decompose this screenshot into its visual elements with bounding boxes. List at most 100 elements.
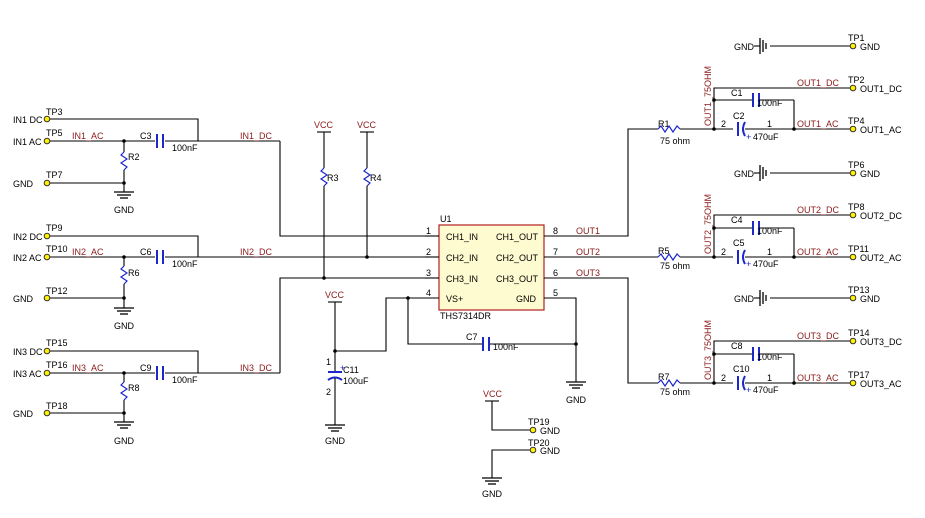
u1-ch1-out: CH1_OUT	[496, 232, 539, 242]
r5-value: 75 ohm	[660, 261, 690, 271]
c5-plus: +	[746, 259, 751, 269]
net-in3-ac: IN3_AC	[72, 363, 104, 373]
net-out2: OUT2	[576, 247, 600, 257]
c10-plus: +	[746, 385, 751, 395]
gnd-label-r8: GND	[114, 436, 135, 446]
vcc-r4: VCC	[357, 120, 377, 130]
c10-ref: C10	[733, 364, 750, 374]
test-point-tp18[interactable]	[43, 409, 51, 417]
port-out2-ac: OUT2_AC	[860, 253, 902, 263]
port-in2-dc: IN2 DC	[13, 232, 43, 242]
tp17-label: TP17	[848, 370, 870, 380]
tp1-gnd: GND	[860, 42, 881, 52]
top-gnd-tp1: GND TP1 GND	[734, 33, 881, 54]
tp7-label: TP7	[46, 170, 63, 180]
output-channel-1: R1 75 ohm OUT1_75OHM C1 100nF C2 + 470uF…	[657, 66, 903, 146]
test-point-tp7[interactable]	[43, 179, 51, 187]
gnd-label-u1: GND	[566, 395, 587, 405]
tp20-gnd: GND	[540, 446, 561, 456]
test-point-tp3[interactable]	[43, 115, 51, 123]
u1-pin4: 4	[426, 288, 431, 298]
c11-plus: +	[340, 363, 345, 373]
c5-value: 470uF	[753, 259, 779, 269]
c8-value: 100nF	[757, 352, 783, 362]
tp12-label: TP12	[46, 286, 68, 296]
tp6-label: TP6	[848, 160, 865, 170]
tp9-label: TP9	[46, 223, 63, 233]
net-out2-75ohm: OUT2_75OHM	[703, 194, 713, 254]
c2-value: 470uF	[753, 132, 779, 142]
tp13-label: TP13	[848, 285, 870, 295]
input-channel-2: TP9 TP10 TP12 IN2 DC IN2 AC GND IN2_AC I…	[13, 223, 425, 331]
net-out1: OUT1	[576, 226, 600, 236]
c5-pin1: 1	[767, 247, 772, 257]
c9-ref: C9	[140, 363, 152, 373]
test-point-tp5[interactable]	[43, 137, 51, 145]
u1-pin5: 5	[553, 288, 558, 298]
net-out2-ac: OUT2_AC	[797, 247, 839, 257]
vcc-r3: VCC	[314, 120, 334, 130]
c1-value: 100nF	[757, 98, 783, 108]
test-point-tp16[interactable]	[43, 369, 51, 377]
decoupling-c7: C7 100nF GND	[407, 297, 587, 405]
vcc-tp19: VCC	[483, 389, 503, 399]
c6-value: 100nF	[172, 259, 198, 269]
u1-part: THS7314DR	[440, 311, 492, 321]
test-point-tp13[interactable]	[849, 294, 857, 302]
tp2-label: TP2	[848, 75, 865, 85]
c11-value: 100uF	[343, 376, 369, 386]
test-point-tp4[interactable]	[849, 125, 857, 133]
net-out3-dc: OUT3_DC	[797, 331, 840, 341]
test-point-tp17[interactable]	[849, 379, 857, 387]
gnd-label-tp20: GND	[482, 489, 503, 499]
test-point-tp15[interactable]	[43, 347, 51, 355]
port-gnd-1: GND	[13, 179, 34, 189]
port-in1-ac: IN1 AC	[13, 137, 42, 147]
test-point-tp19[interactable]	[529, 426, 537, 434]
u1-ch2-out: CH2_OUT	[496, 253, 539, 263]
net-out1-ac: OUT1_AC	[797, 119, 839, 129]
u1-ch2-in: CH2_IN	[446, 253, 478, 263]
test-point-tp6[interactable]	[849, 169, 857, 177]
r1-value: 75 ohm	[660, 136, 690, 146]
input-channel-1: TP3 TP5 TP7 IN1 DC IN1 AC GND IN1_AC IN1…	[13, 107, 425, 237]
test-point-tp8[interactable]	[849, 211, 857, 219]
test-point-tp1[interactable]	[849, 42, 857, 50]
u1-pin6: 6	[553, 268, 558, 278]
net-out3-ac: OUT3_AC	[797, 373, 839, 383]
c1-ref: C1	[731, 88, 743, 98]
test-point-tp9[interactable]	[43, 232, 51, 240]
port-in3-dc: IN3 DC	[13, 347, 43, 357]
u1-body[interactable]	[438, 224, 545, 311]
c2-pin2: 2	[721, 119, 726, 129]
vcc-c11: VCC	[325, 290, 345, 300]
c5-pin2: 2	[721, 247, 726, 257]
tp6-gnd: GND	[860, 169, 881, 179]
test-point-tp2[interactable]	[849, 84, 857, 92]
tp15-label: TP15	[46, 338, 68, 348]
tp19-gnd: GND	[540, 426, 561, 436]
test-point-tp10[interactable]	[43, 253, 51, 261]
tp16-label: TP16	[46, 360, 68, 370]
c5-ref: C5	[733, 238, 745, 248]
test-point-tp20[interactable]	[529, 446, 537, 454]
port-in2-ac: IN2 AC	[13, 253, 42, 263]
net-in2-dc: IN2_DC	[240, 247, 273, 257]
net-in2-ac: IN2_AC	[72, 247, 104, 257]
tp5-label: TP5	[46, 128, 63, 138]
u1-pin2: 2	[426, 247, 431, 257]
tp10-label: TP10	[46, 244, 68, 254]
test-point-tp12[interactable]	[43, 294, 51, 302]
port-gnd-2: GND	[13, 294, 34, 304]
test-point-tp14[interactable]	[849, 337, 857, 345]
r5-ref: R5	[658, 246, 670, 256]
c7-ref: C7	[466, 332, 478, 342]
c3-ref: C3	[140, 131, 152, 141]
u1-pin8: 8	[553, 226, 558, 236]
net-out1-75ohm: OUT1_75OHM	[703, 66, 713, 126]
tp13-gnd: GND	[860, 294, 881, 304]
u1-vs: VS+	[446, 294, 463, 304]
tp3-label: TP3	[46, 107, 63, 117]
tp8-label: TP8	[848, 202, 865, 212]
test-point-tp11[interactable]	[849, 253, 857, 261]
